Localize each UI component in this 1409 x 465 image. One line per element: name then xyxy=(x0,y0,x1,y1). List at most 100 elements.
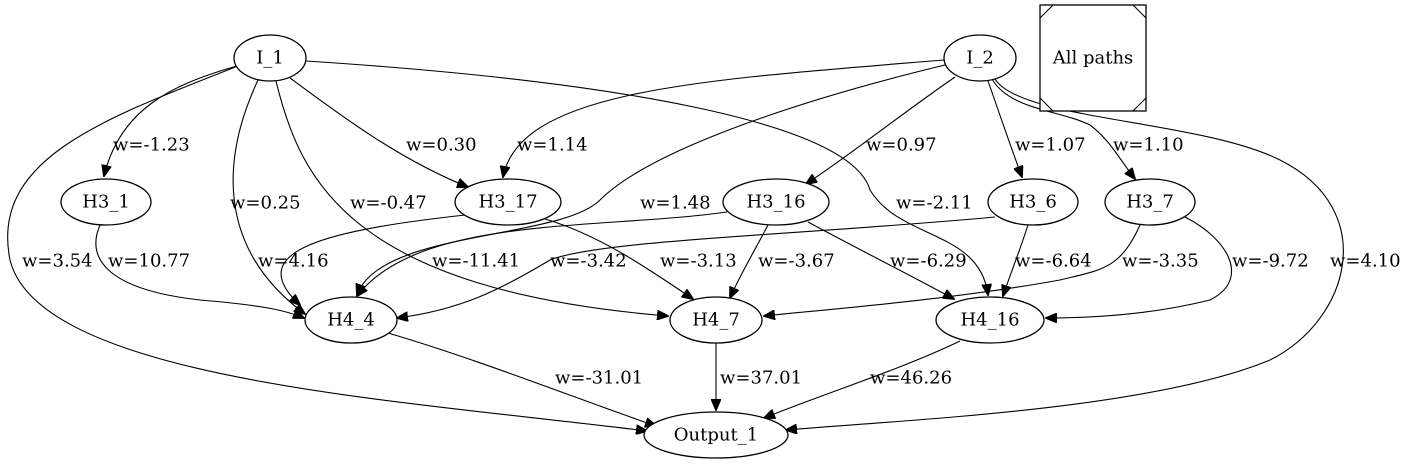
node-ellipse xyxy=(943,34,1017,82)
node-ellipse xyxy=(935,296,1045,344)
edge-path xyxy=(806,76,956,184)
legend-box: All paths xyxy=(1039,4,1147,112)
edge-h3_16-to-h4_4 xyxy=(357,211,728,296)
edge-weight-label: w=-3.35 xyxy=(1122,251,1199,272)
edge-h4_16-to-output_1 xyxy=(764,340,961,418)
edge-path xyxy=(987,80,1022,177)
edge-path xyxy=(357,211,728,296)
edge-weight-label: w=1.07 xyxy=(1015,135,1086,156)
edge-h4_4-to-output_1 xyxy=(387,332,656,426)
node-h3-17: H3_17 xyxy=(454,178,562,226)
edge-i_1-to-output_1 xyxy=(7,65,647,431)
node-h4-16: H4_16 xyxy=(935,296,1045,344)
edge-h3_6-to-h4_16 xyxy=(1003,224,1029,296)
edge-i_2-to-output_1 xyxy=(786,78,1344,430)
edge-weight-label: w=-2.11 xyxy=(896,193,973,214)
edge-weight-label: w=-6.29 xyxy=(890,251,967,272)
edge-i_1-to-h4_16 xyxy=(305,60,988,295)
node-h3-7: H3_7 xyxy=(1104,178,1196,226)
edge-weight-label: w=0.97 xyxy=(866,135,937,156)
edge-weight-label: w=37.01 xyxy=(720,368,802,389)
node-label: H3_6 xyxy=(1009,192,1057,213)
edge-path xyxy=(807,221,954,299)
node-output-1: Output_1 xyxy=(643,411,789,459)
edge-i_2-to-h3_16 xyxy=(806,76,956,184)
edge-path xyxy=(764,340,961,418)
node-h4-4: H4_4 xyxy=(304,296,398,344)
node-label: I_1 xyxy=(256,48,284,69)
node-ellipse xyxy=(1104,178,1196,226)
edge-i_1-to-h3_1 xyxy=(104,65,238,176)
node-ellipse xyxy=(643,411,789,459)
node-label: Output_1 xyxy=(674,425,758,446)
edge-path xyxy=(357,64,946,295)
edge-path xyxy=(95,224,304,318)
edge-weight-label: w=0.25 xyxy=(230,193,301,214)
edge-path xyxy=(305,60,988,295)
edge-h3_16-to-h4_7 xyxy=(730,224,769,298)
edge-weight-label: w=-3.13 xyxy=(660,251,737,272)
edge-h3_6-to-h4_4 xyxy=(397,216,996,318)
edge-labels-layer: w=-1.23 w=0.30 w=0.25 w=-0.47 w=-2.11 w=3.54 w… xyxy=(22,135,1401,389)
node-h3-16: H3_16 xyxy=(722,178,830,226)
edge-path xyxy=(1046,216,1232,318)
node-label: H4_16 xyxy=(960,310,1019,331)
edge-path xyxy=(7,65,647,431)
edge-path xyxy=(397,216,996,318)
edge-path xyxy=(289,77,468,187)
node-ellipse xyxy=(669,296,763,344)
node-label: H3_17 xyxy=(478,192,537,213)
node-ellipse xyxy=(454,178,562,226)
edge-path xyxy=(104,65,238,176)
edge-weight-label: w=0.30 xyxy=(406,135,477,156)
edge-weight-label: w=4.10 xyxy=(1330,251,1401,272)
edge-i_1-to-h4_4 xyxy=(232,79,305,314)
edge-path xyxy=(730,224,769,298)
edge-weight-label: w=10.77 xyxy=(108,251,190,272)
edge-path xyxy=(280,214,466,305)
edge-weight-label: w=-0.47 xyxy=(350,193,427,214)
node-label: H3_16 xyxy=(746,192,805,213)
edge-weight-label: w=-9.72 xyxy=(1232,251,1309,272)
edge-h3_17-to-h4_4 xyxy=(280,214,466,305)
edge-weight-label: w=1.10 xyxy=(1113,135,1184,156)
edge-path xyxy=(387,332,656,426)
node-label: H3_1 xyxy=(82,192,130,213)
edge-weight-label: w=-1.23 xyxy=(113,135,190,156)
edge-h3_7-to-h4_7 xyxy=(764,224,1141,316)
edge-path xyxy=(991,78,1135,179)
edge-weight-label: w=1.48 xyxy=(640,193,711,214)
edges-layer xyxy=(7,59,1344,431)
node-label: H4_7 xyxy=(692,310,740,331)
legend-label: All paths xyxy=(1052,48,1134,69)
edge-i_1-to-h4_7 xyxy=(275,80,668,316)
node-label: H3_7 xyxy=(1126,192,1174,213)
edge-path xyxy=(503,59,945,177)
edge-i_2-to-h3_17 xyxy=(503,59,945,177)
nodes-layer: I_1 I_2H3_1 H3_17 H3_16 H3_6 H3_7H4_4 H4_7 H4_1… xyxy=(60,34,1196,459)
node-i-1: I_1 xyxy=(233,34,307,82)
node-label: I_2 xyxy=(966,48,994,69)
edge-weight-label: w=-6.64 xyxy=(1015,251,1092,272)
node-ellipse xyxy=(304,296,398,344)
edge-i_2-to-h3_7 xyxy=(991,78,1135,179)
node-h4-7: H4_7 xyxy=(669,296,763,344)
edge-i_2-to-h3_6 xyxy=(987,80,1022,177)
edge-i_1-to-h3_17 xyxy=(289,77,468,187)
node-ellipse xyxy=(233,34,307,82)
node-label: H4_4 xyxy=(327,310,375,331)
edge-weight-label: w=-31.01 xyxy=(555,368,643,389)
edge-path xyxy=(1003,224,1029,296)
node-ellipse xyxy=(60,178,152,226)
edge-path xyxy=(786,78,1344,430)
edge-weight-label: w=46.26 xyxy=(870,368,952,389)
edge-weight-label: w=3.54 xyxy=(22,251,93,272)
edge-h3_7-to-h4_16 xyxy=(1046,216,1232,318)
node-h3-6: H3_6 xyxy=(987,178,1079,226)
edge-weight-label: w=-3.67 xyxy=(758,251,835,272)
node-ellipse xyxy=(722,178,830,226)
edge-path xyxy=(275,80,668,316)
node-h3-1: H3_1 xyxy=(60,178,152,226)
node-i-2: I_2 xyxy=(943,34,1017,82)
